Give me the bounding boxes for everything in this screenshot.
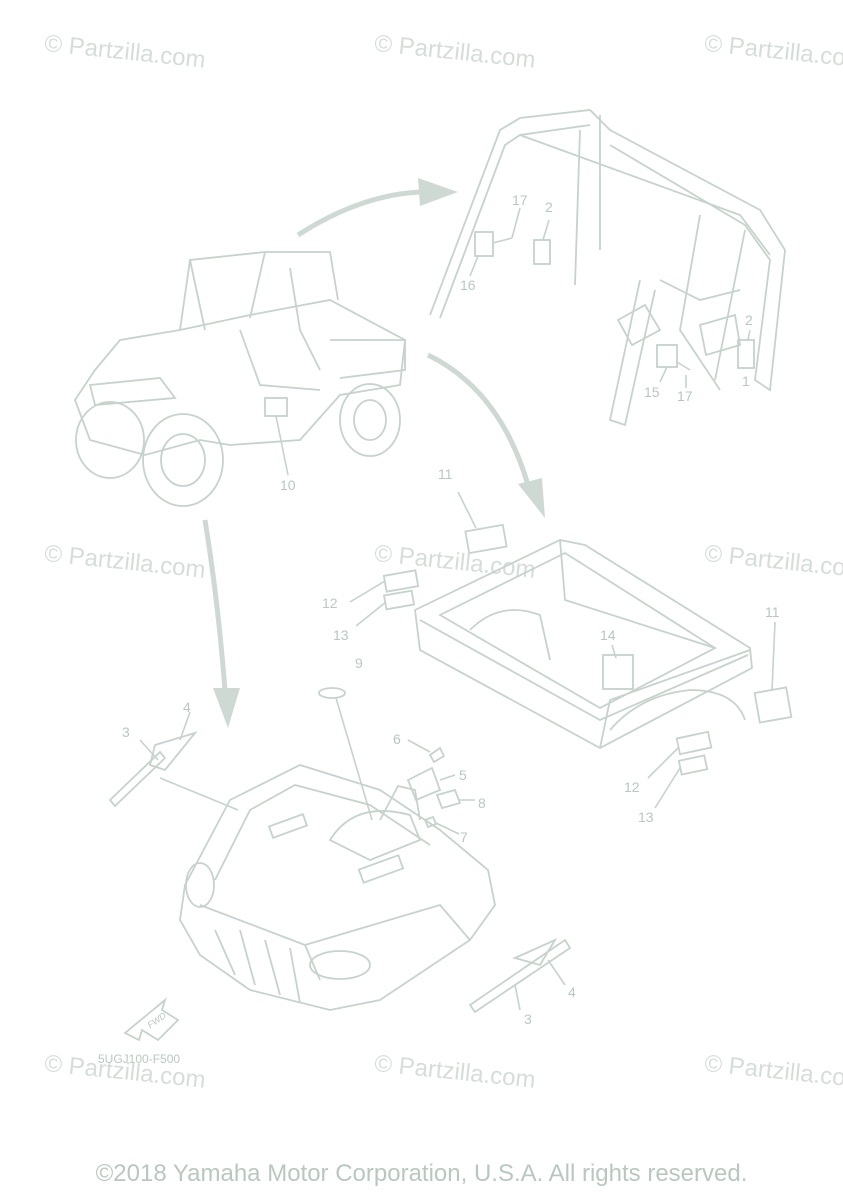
callout-5: 5 bbox=[459, 767, 467, 783]
callout-8: 8 bbox=[478, 795, 486, 811]
callout-15: 15 bbox=[644, 384, 660, 400]
callout-4: 4 bbox=[183, 699, 191, 715]
cargo-bed bbox=[349, 491, 793, 809]
callout-11: 11 bbox=[765, 604, 780, 620]
callout-17: 17 bbox=[677, 388, 693, 404]
callout-13: 13 bbox=[638, 809, 654, 825]
callout-13: 13 bbox=[333, 627, 349, 643]
callout-9: 9 bbox=[355, 655, 363, 671]
callout-12: 12 bbox=[322, 595, 338, 611]
vehicle-overview bbox=[73, 251, 406, 507]
callout-7: 7 bbox=[460, 829, 468, 845]
callout-11: 11 bbox=[438, 466, 453, 482]
copyright-notice: ©2018 Yamaha Motor Corporation, U.S.A. A… bbox=[95, 1160, 748, 1187]
callout-10: 10 bbox=[280, 477, 296, 493]
diagram-code: 5UGJ100-F500 bbox=[98, 1052, 180, 1066]
callout-14: 14 bbox=[600, 627, 616, 643]
callout-1: 1 bbox=[742, 373, 750, 389]
callout-3: 3 bbox=[524, 1011, 532, 1027]
callout-16: 16 bbox=[460, 277, 476, 293]
callout-2: 2 bbox=[745, 312, 753, 328]
callout-12: 12 bbox=[624, 779, 640, 795]
callout-6: 6 bbox=[393, 731, 401, 747]
fwd-arrow-icon: FWD bbox=[123, 997, 180, 1042]
callout-17: 17 bbox=[512, 192, 528, 208]
flow-arrows bbox=[202, 178, 545, 728]
callout-2: 2 bbox=[545, 199, 553, 215]
front-hood bbox=[108, 687, 572, 1014]
rops-frame bbox=[429, 109, 786, 427]
callouts: 1 2 2 3 3 4 4 5 6 7 8 9 10 11 11 12 12 1… bbox=[122, 192, 780, 1027]
callout-3: 3 bbox=[122, 724, 130, 740]
callout-4: 4 bbox=[568, 984, 576, 1000]
